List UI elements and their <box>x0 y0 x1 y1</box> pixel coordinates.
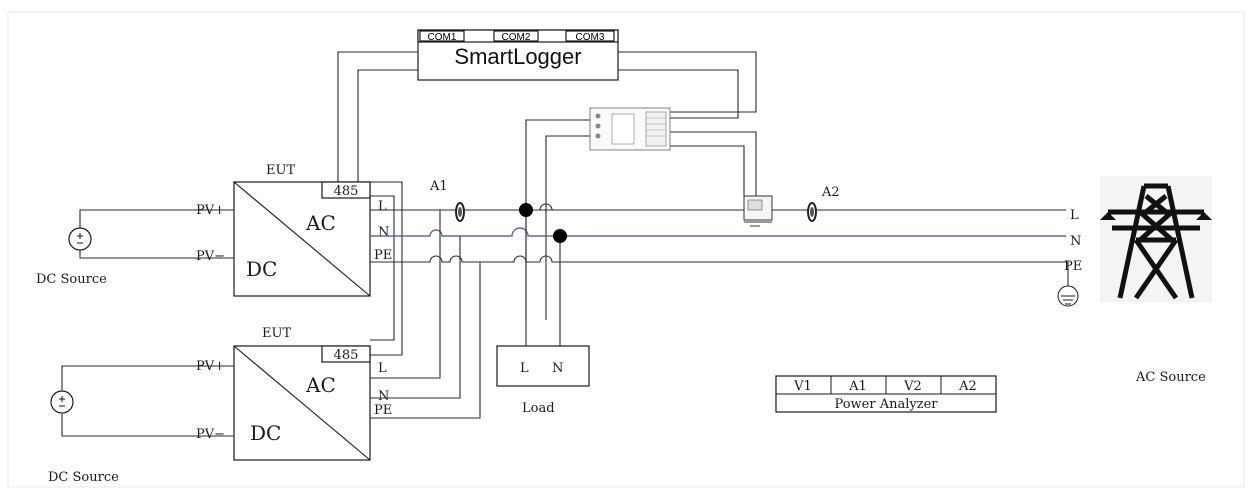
analyzer-channel-v2: V2 <box>903 379 922 394</box>
dc-source-2-label: DC Source <box>48 470 119 485</box>
ground-icon <box>1057 285 1079 307</box>
inverter-2-pe-terminal: PE <box>374 403 392 418</box>
current-probe-a1: A1 <box>429 179 465 222</box>
smartlogger-title: SmartLogger <box>454 44 581 69</box>
dc-source-2: DC Source <box>48 365 234 485</box>
dc-source-1: DC Source <box>36 209 234 287</box>
load: L N Load <box>496 345 590 416</box>
inverter-2-ac-label: AC <box>305 373 336 397</box>
inverter-2-dc-label: DC <box>250 421 281 445</box>
power-analyzer-label: Power Analyzer <box>835 397 939 412</box>
inverter-1-dc-label: DC <box>246 257 277 281</box>
dc-source-1-label: DC Source <box>36 272 107 287</box>
grid-pe-terminal: PE <box>1064 259 1082 274</box>
grid-terminals: L N PE <box>1064 208 1082 274</box>
inverter-2-l-terminal: L <box>378 361 387 376</box>
probe-a1-label: A1 <box>429 179 448 194</box>
inverter-2: EUT 485 AC DC PV+ PV− L N PE <box>196 326 392 461</box>
inverter-2-pv-minus: PV− <box>196 427 225 442</box>
energy-meter <box>589 107 671 151</box>
grid-l-terminal: L <box>1070 208 1079 223</box>
smartlogger-port-com2: COM2 <box>502 32 531 43</box>
load-l-terminal: L <box>520 361 529 376</box>
ct-sensor <box>743 195 773 227</box>
inverter-2-label: EUT <box>262 326 291 341</box>
inverter-1-n-terminal: N <box>378 225 389 240</box>
inverter-1-ac-label: AC <box>305 211 336 235</box>
load-n-terminal: N <box>552 361 563 376</box>
current-probe-a2: A2 <box>807 185 840 222</box>
ac-source-label: AC Source <box>1135 370 1206 385</box>
rs485-wiring <box>337 51 757 356</box>
probe-a2-label: A2 <box>821 185 840 200</box>
smartlogger-port-com1: COM1 <box>428 32 457 43</box>
smartlogger-port-com3: COM3 <box>576 32 605 43</box>
power-analyzer: V1 A1 V2 A2 Power Analyzer <box>775 375 997 413</box>
inverter-2-rs485-port: 485 <box>334 348 359 363</box>
smartlogger: COM1 COM2 COM3 SmartLogger <box>417 29 619 81</box>
inverter-1-pe-terminal: PE <box>374 248 392 263</box>
inverter-1-label: EUT <box>266 163 295 178</box>
analyzer-channel-v1: V1 <box>793 379 812 394</box>
analyzer-channel-a2: A2 <box>958 379 977 394</box>
ac-bus <box>370 203 1069 419</box>
inverter-1: EUT 485 AC DC PV+ PV− L N PE <box>196 163 392 297</box>
transmission-tower-icon <box>1100 176 1212 302</box>
analyzer-channel-a1: A1 <box>848 379 867 394</box>
load-label: Load <box>522 401 555 416</box>
inverter-2-n-terminal: N <box>378 389 389 404</box>
grid-n-terminal: N <box>1070 234 1081 249</box>
inverter-1-l-terminal: L <box>378 199 387 214</box>
inverter-1-pv-minus: PV− <box>196 249 225 264</box>
junction-node-n <box>553 229 567 243</box>
inverter-1-rs485-port: 485 <box>334 184 359 199</box>
junction-node-l <box>519 203 533 217</box>
